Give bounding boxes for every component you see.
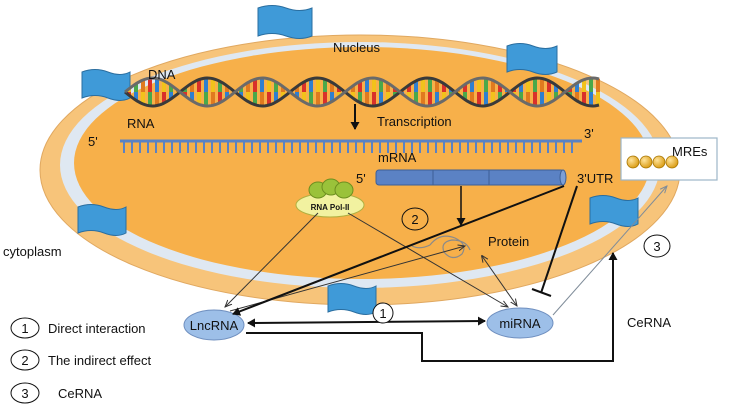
lncrna-label: LncRNA: [190, 318, 239, 333]
lncrna-node: [183, 309, 245, 341]
rna-strand: [120, 139, 582, 153]
mrna-bar: [375, 169, 567, 186]
marker-2: 2: [401, 207, 429, 231]
polii-to-lncrna-arrow: [225, 212, 319, 307]
mre-bead: [665, 155, 679, 169]
inhibition-bar: [531, 288, 552, 297]
rna-pol-ii-label: RNA Pol-II: [311, 203, 350, 212]
mre-bead: [626, 155, 640, 169]
cytoplasm-label: cytoplasm: [3, 244, 62, 259]
direct-interaction-arrow: [247, 316, 486, 328]
rna-label: RNA: [127, 116, 155, 131]
mrna-label: mRNA: [378, 150, 417, 165]
nuclear-pore-icon: [81, 69, 131, 101]
svg-text:1: 1: [379, 306, 386, 321]
cerna-label: CeRNA: [627, 315, 671, 330]
legend-item-1: 1 Direct interaction: [10, 317, 146, 339]
legend-item-2: 2 The indirect effect: [10, 349, 151, 371]
mres-label: MREs: [672, 144, 708, 159]
rna-3prime-label: 3': [584, 126, 594, 141]
mirna-label: miRNA: [499, 316, 540, 331]
legend-number: 2: [21, 353, 28, 368]
dna-label: DNA: [148, 67, 176, 82]
legend-number: 1: [21, 321, 28, 336]
nuclear-pore-icon: [327, 283, 377, 315]
legend-text: CeRNA: [58, 386, 102, 401]
svg-text:3: 3: [653, 239, 660, 254]
rna-pol-ii-icon: [295, 178, 365, 218]
mirna-to-mres-arrow: [552, 186, 667, 316]
marker-1: 1: [372, 302, 394, 324]
nuclear-pore-icon: [589, 195, 639, 227]
nuclear-pore-icon: [506, 43, 558, 75]
rna-5prime-label: 5': [88, 134, 98, 149]
legend-item-3: 3 CeRNA: [10, 382, 102, 404]
mre-bead: [639, 155, 653, 169]
mirna-node: [486, 307, 554, 339]
legend-text: Direct interaction: [48, 321, 146, 336]
legend-number: 3: [21, 386, 28, 401]
nuclear-pore-icon: [77, 204, 127, 236]
transcription-label: Transcription: [377, 114, 452, 129]
utr-label: 3'UTR: [577, 171, 613, 186]
mrna-5prime-label: 5': [356, 171, 366, 186]
protein-label: Protein: [488, 234, 529, 249]
utr-to-lncrna-arrow: [232, 185, 565, 316]
legend: 1 Direct interaction 2 The indirect effe…: [10, 317, 151, 404]
legend-text: The indirect effect: [48, 353, 151, 368]
mirna-inhibition-line: [540, 185, 578, 294]
mre-beads: [626, 155, 679, 169]
cerna-path-arrow: [246, 252, 618, 362]
protein-icon: [411, 235, 471, 259]
nucleus-label: Nucleus: [333, 40, 380, 55]
dna-helix: [124, 76, 600, 108]
mre-bead: [652, 155, 666, 169]
protein-mirna-arrow: [482, 256, 517, 306]
svg-text:2: 2: [411, 212, 418, 227]
marker-3: 3: [643, 234, 671, 258]
nuclear-pore-icon: [257, 5, 313, 39]
